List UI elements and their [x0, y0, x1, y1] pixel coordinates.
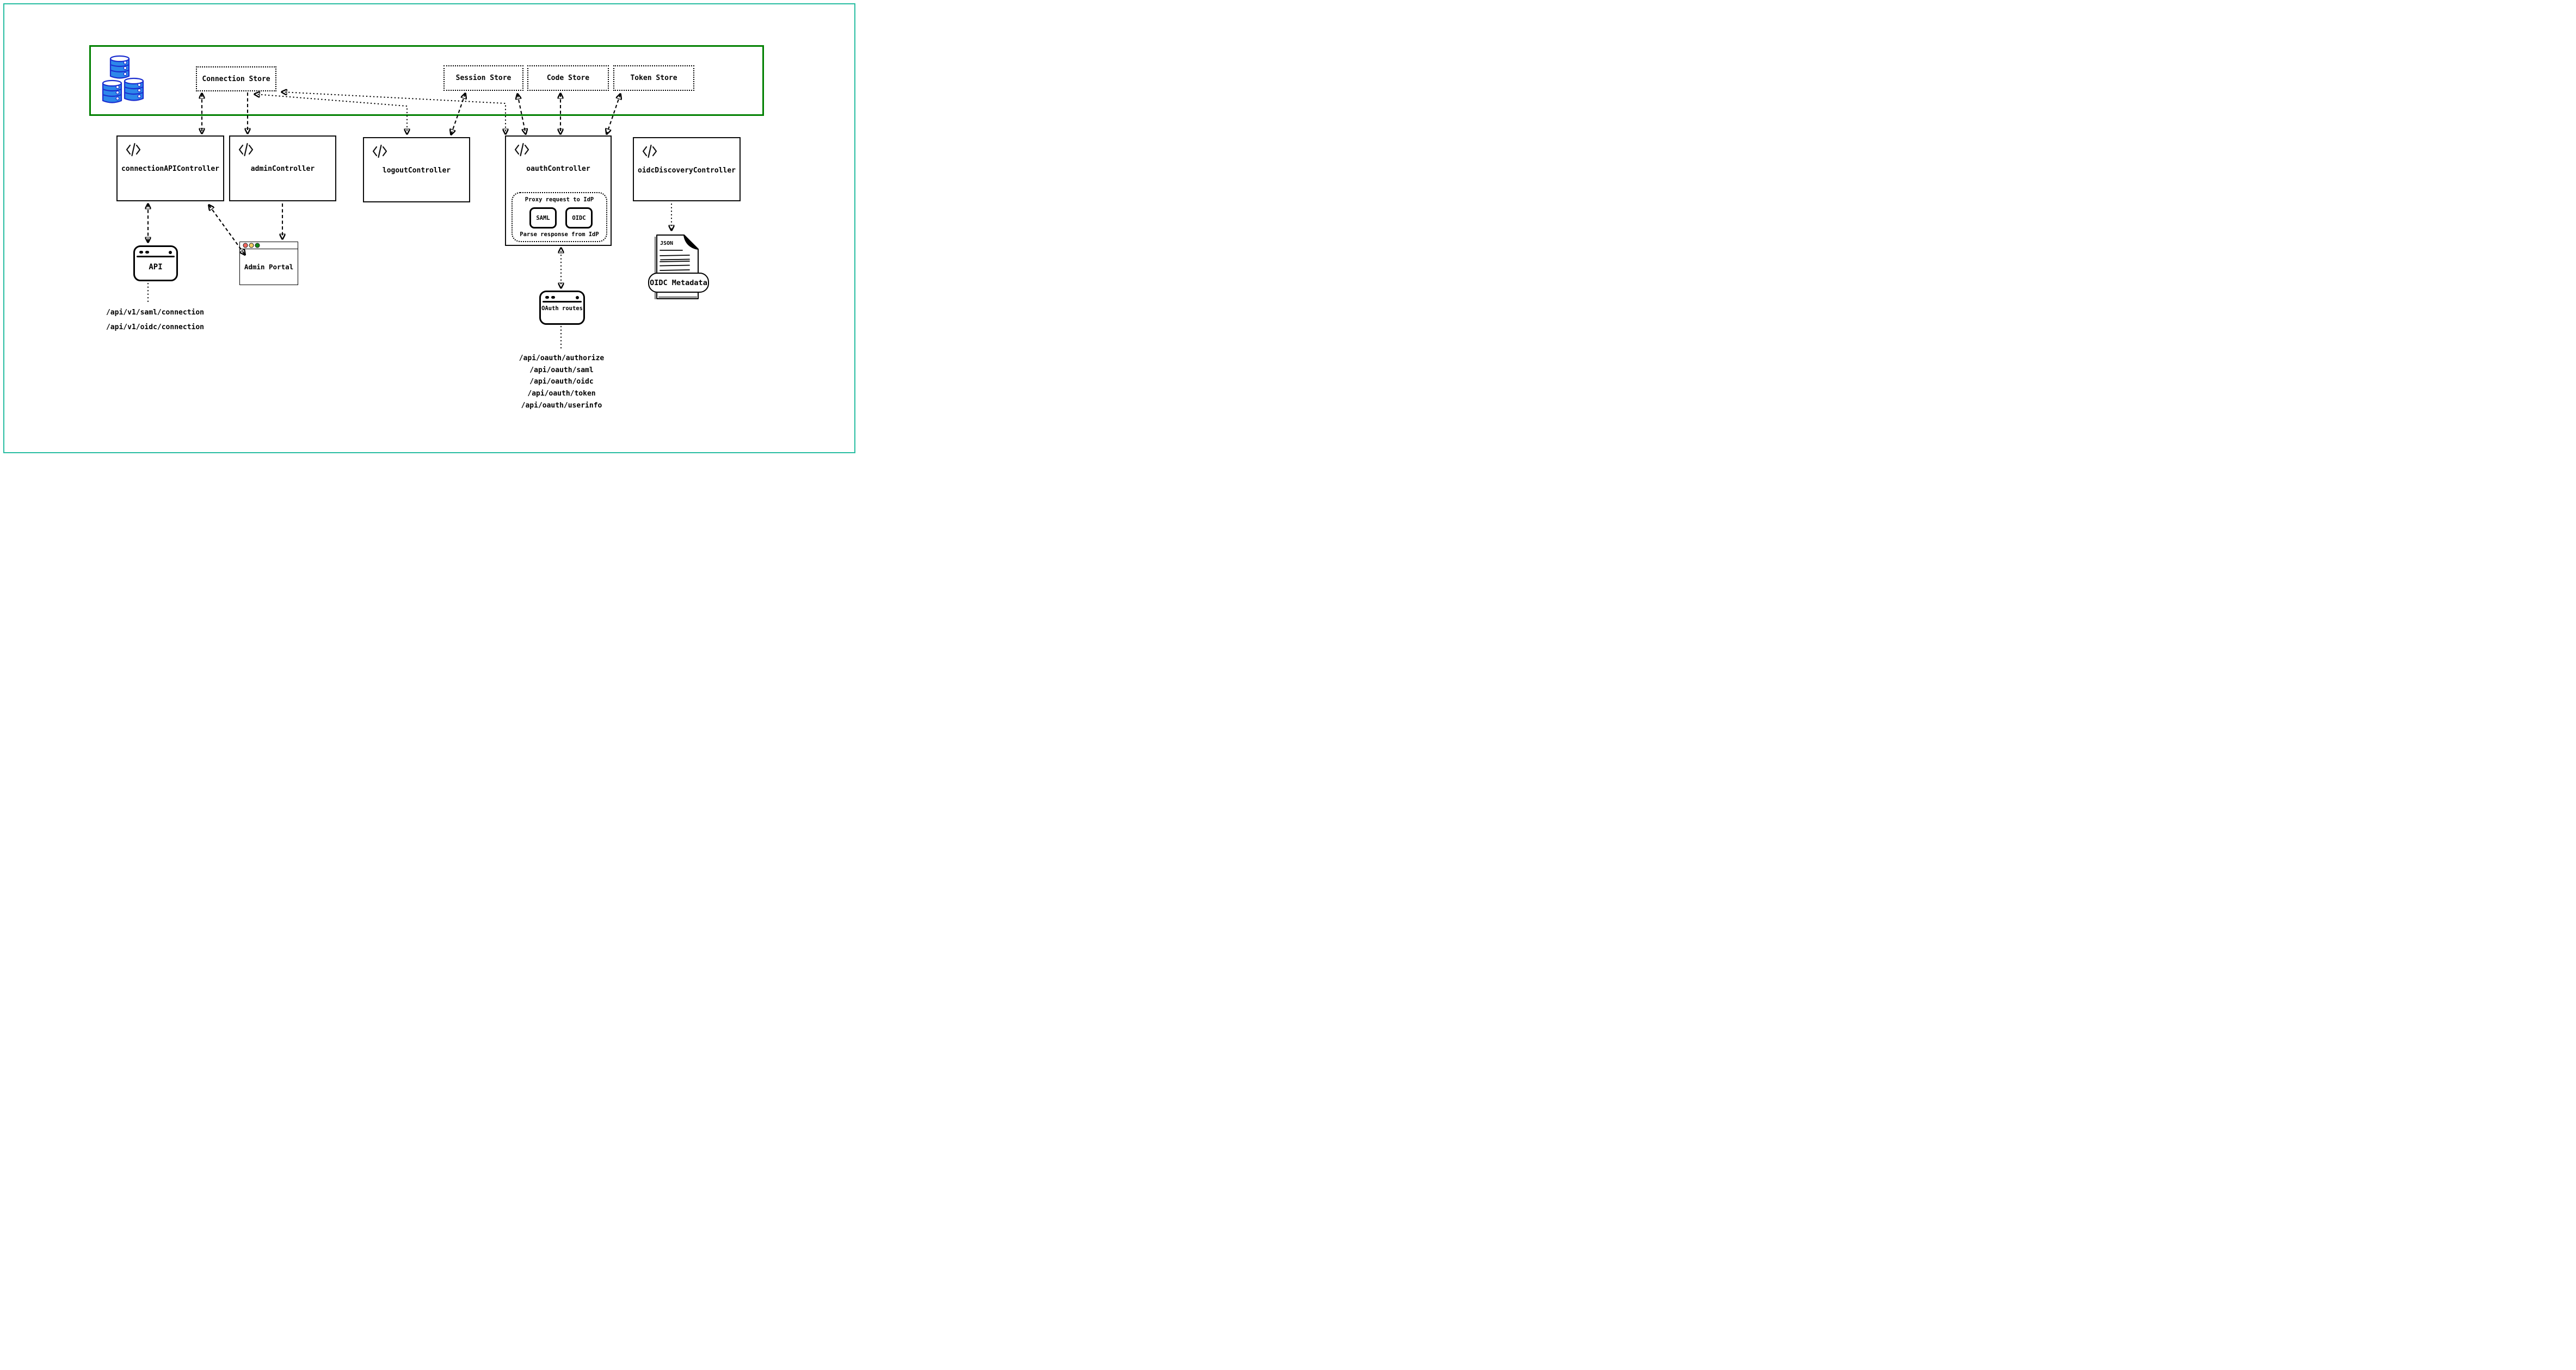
canvas-frame: [3, 3, 855, 453]
store-session-store: Session Store: [443, 65, 523, 91]
api-endpoint-list: /api/v1/saml/connection /api/v1/oidc/con…: [90, 305, 220, 335]
admin-portal-label: Admin Portal: [244, 263, 294, 271]
controller-label: oauthController: [526, 165, 590, 173]
idp-proxy-group: Proxy request to IdP SAML OIDC Parse res…: [511, 192, 607, 242]
oidc-metadata-label: OIDC Metadata: [650, 278, 707, 287]
endpoint-path: /api/oauth/authorize: [519, 354, 605, 362]
controller-oauth: oauthController Proxy request to IdP SAM…: [505, 135, 612, 246]
store-connection-store: Connection Store: [196, 66, 276, 91]
endpoint-path: /api/oauth/userinfo: [521, 401, 602, 410]
store-label: Connection Store: [202, 75, 270, 83]
code-icon: [126, 143, 141, 157]
store-label: Session Store: [455, 74, 511, 82]
controller-label: connectionAPIController: [121, 165, 219, 173]
browser-dot-icon: [139, 251, 143, 254]
store-label: Code Store: [546, 74, 590, 82]
controller-label: oidcDiscoveryController: [637, 166, 736, 175]
saml-chip: SAML: [529, 207, 557, 229]
oidc-chip-label: OIDC: [572, 214, 586, 221]
code-icon: [238, 143, 254, 157]
browser-dot-icon: [145, 251, 149, 254]
oauth-endpoint-list: /api/oauth/authorize /api/oauth/saml /ap…: [496, 353, 627, 412]
store-label: Token Store: [630, 74, 677, 82]
controller-logout: logoutController: [363, 137, 470, 202]
browser-dot-icon: [169, 251, 172, 254]
browser-bar-icon: [137, 256, 175, 257]
json-file-tag: JSON: [660, 240, 673, 246]
proxy-response-label: Parse response from IdP: [520, 231, 599, 238]
proxy-request-label: Proxy request to IdP: [525, 196, 594, 203]
endpoint-path: /api/oauth/token: [527, 390, 596, 398]
oauth-routes-label: OAuth routes: [541, 305, 583, 312]
browser-dot-icon: [576, 296, 579, 299]
code-icon: [642, 144, 657, 158]
saml-chip-label: SAML: [536, 214, 550, 221]
browser-bar-icon: [543, 301, 582, 303]
diagram-canvas: Connection Store Session Store Code Stor…: [0, 0, 859, 456]
browser-dot-icon: [545, 296, 549, 299]
store-code-store: Code Store: [527, 65, 609, 91]
controller-admin: adminController: [229, 135, 336, 201]
oauth-routes-icon: OAuth routes: [539, 291, 585, 325]
oidc-metadata-badge: OIDC Metadata: [648, 273, 709, 293]
controller-label: logoutController: [382, 166, 451, 175]
browser-dot-icon: [551, 296, 555, 299]
code-icon: [372, 144, 387, 158]
store-token-store: Token Store: [613, 65, 694, 91]
controller-connection-api: connectionAPIController: [116, 135, 224, 201]
oidc-chip: OIDC: [565, 207, 593, 229]
code-icon: [514, 143, 529, 157]
window-titlebar: [240, 242, 298, 249]
api-client-icon: API: [133, 245, 178, 281]
controller-oidc-discovery: oidcDiscoveryController: [633, 137, 741, 201]
endpoint-path: /api/v1/saml/connection: [106, 308, 204, 317]
endpoint-path: /api/oauth/saml: [529, 366, 594, 374]
admin-portal-window: Admin Portal: [239, 242, 298, 285]
controller-label: adminController: [250, 165, 315, 173]
endpoint-path: /api/oauth/oidc: [529, 378, 594, 386]
database-icon: [102, 55, 144, 103]
api-icon-label: API: [149, 263, 163, 271]
endpoint-path: /api/v1/oidc/connection: [106, 323, 204, 331]
traffic-lights-icon: [243, 243, 260, 248]
